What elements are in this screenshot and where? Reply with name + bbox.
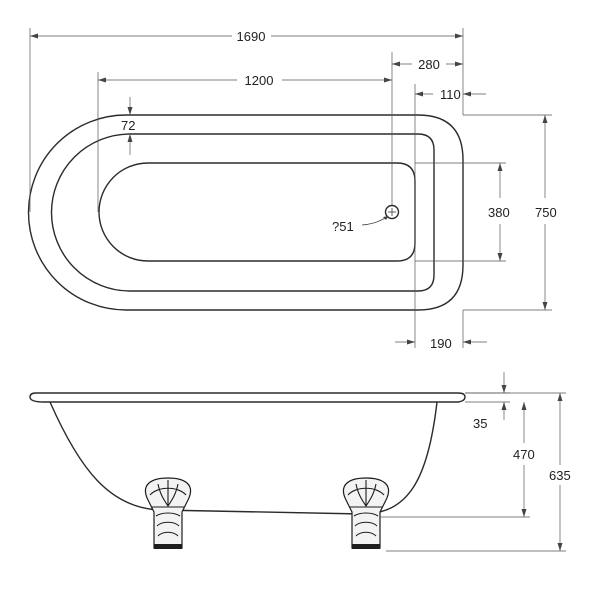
inner-rim-outline [50, 133, 435, 292]
end-rim-offset-label: 110 [440, 87, 461, 102]
side-view: 35 470 635 [29, 372, 571, 552]
right-claw-foot [342, 477, 390, 549]
dimension-1200 [97, 52, 393, 212]
overall-width-label: 750 [535, 205, 557, 220]
overall-height-label: 635 [549, 468, 571, 483]
waste-offset-label: 280 [418, 57, 440, 72]
left-claw-foot [144, 477, 192, 549]
dimension-280 [392, 61, 463, 67]
inner-width-label: 380 [488, 205, 510, 220]
dimension-110 [414, 84, 486, 348]
outer-rim-outline [27, 114, 464, 311]
dimension-1690 [29, 28, 464, 212]
waste-diameter-label: ?51 [332, 219, 354, 234]
end-width-label: 190 [430, 336, 452, 351]
side-rim-outline [29, 392, 466, 403]
overall-length-label: 1690 [237, 29, 266, 44]
dimension-190 [395, 310, 487, 348]
tub-depth-label: 470 [513, 447, 535, 462]
dimension-750 [463, 114, 552, 311]
basin-floor-outline [98, 162, 416, 262]
dimension-470 [380, 402, 530, 518]
waste-outlet [361, 204, 400, 226]
dimension-380 [415, 162, 506, 262]
dimension-35 [465, 372, 510, 420]
rim-depth-label: 35 [473, 416, 487, 431]
dimension-635 [386, 392, 566, 552]
dimension-72 [127, 97, 133, 155]
inner-length-label: 1200 [245, 73, 274, 88]
rim-width-label: 72 [121, 118, 135, 133]
plan-view: ?51 1690 1200 280 [27, 28, 557, 351]
